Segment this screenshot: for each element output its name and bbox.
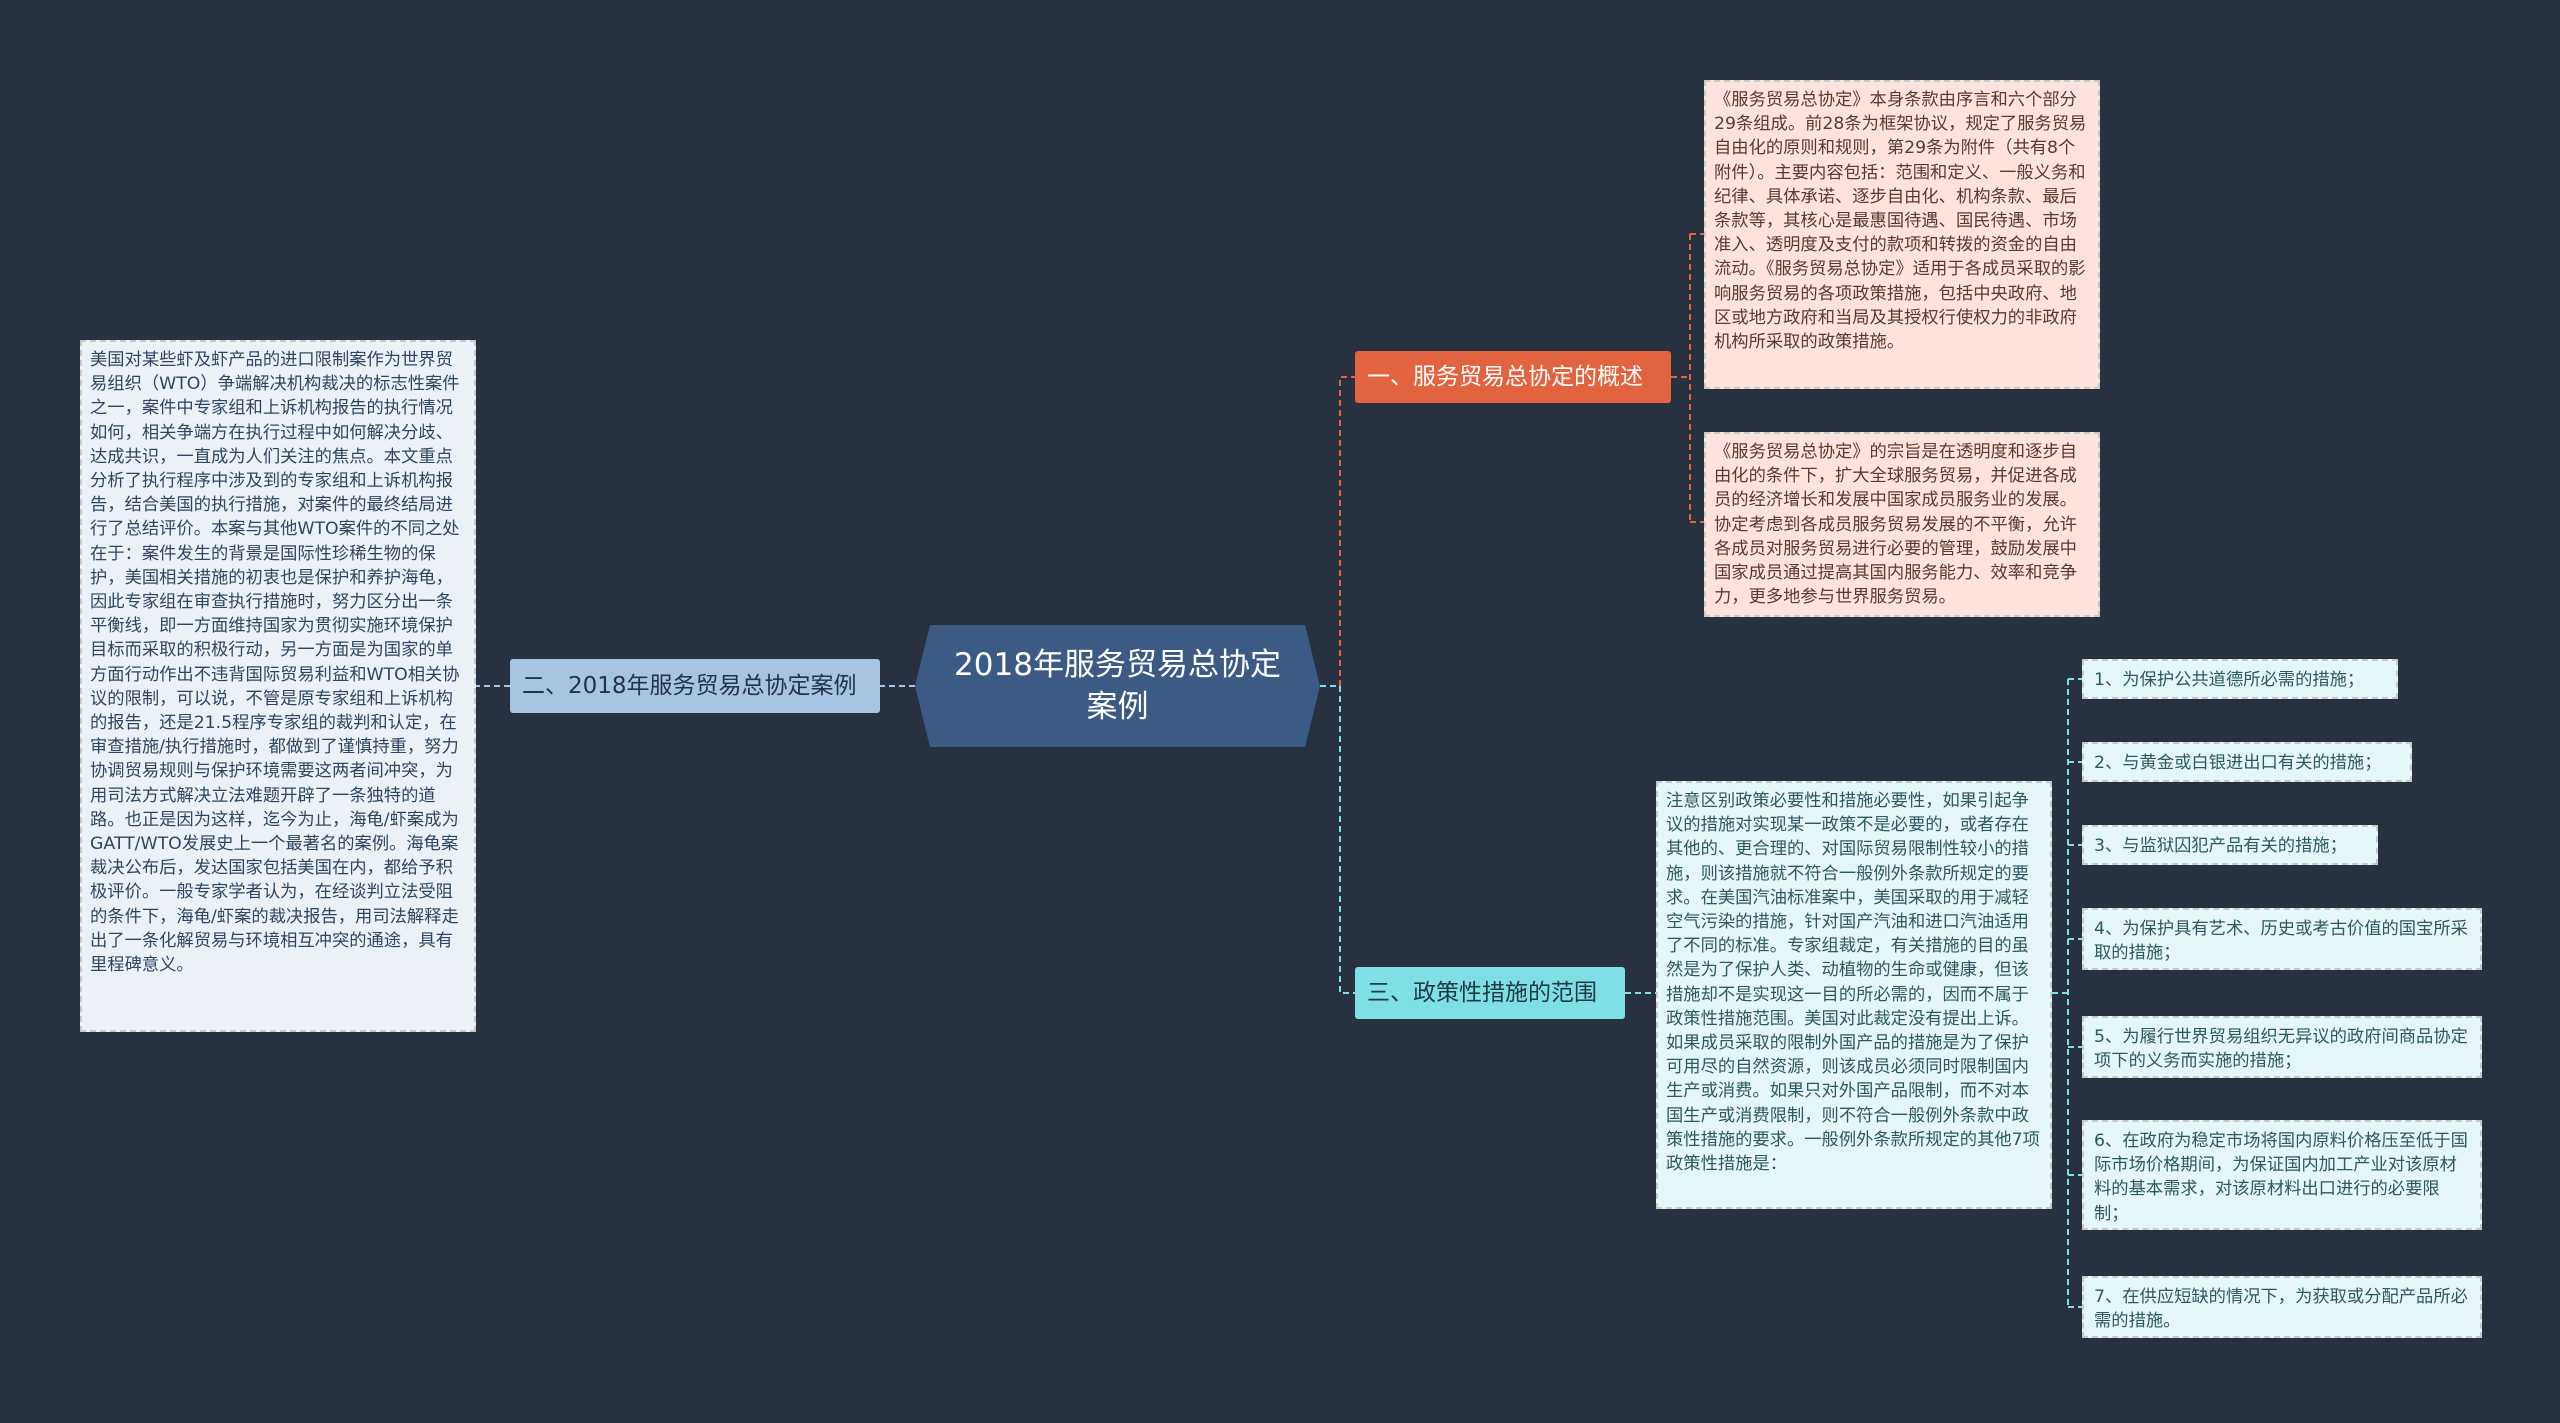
topic-structure[interactable]: 《服务贸易总协定》本身条款由序言和六个部分29条组成。前28条为框架协议，规定了… (1704, 80, 2100, 389)
topic-necessity-text: 注意区别政策必要性和措施必要性，如果引起争议的措施对实现某一政策不是必要的，或者… (1666, 791, 2040, 1175)
leaf-item[interactable]: 2、与黄金或白银进出口有关的措施； (2082, 742, 2412, 782)
leaf-item[interactable]: 3、与监狱囚犯产品有关的措施； (2082, 825, 2378, 865)
leaf-item[interactable]: 6、在政府为稳定市场将国内原料价格压至低于国际市场价格期间，为保证国内加工产业对… (2082, 1120, 2482, 1230)
topic-purpose[interactable]: 《服务贸易总协定》的宗旨是在透明度和逐步自由化的条件下，扩大全球服务贸易，并促进… (1704, 432, 2100, 617)
topic-shrimp-case-text: 美国对某些虾及虾产品的进口限制案作为世界贸易组织（WTO）争端解决机构裁决的标志… (90, 350, 460, 976)
topic-necessity[interactable]: 注意区别政策必要性和措施必要性，如果引起争议的措施对实现某一政策不是必要的，或者… (1656, 781, 2052, 1209)
link-b1-topics (1671, 233, 1704, 523)
leaf-item[interactable]: 1、为保护公共道德所必需的措施； (2082, 659, 2398, 699)
link-center-b3 (1320, 685, 1355, 994)
leaf-item-text: 2、与黄金或白银进出口有关的措施； (2094, 753, 2382, 773)
topic-shrimp-case[interactable]: 美国对某些虾及虾产品的进口限制案作为世界贸易组织（WTO）争端解决机构裁决的标志… (80, 340, 476, 1032)
leaf-item-text: 4、为保护具有艺术、历史或考古价值的国宝所采取的措施； (2094, 919, 2468, 964)
center-topic-label: 2018年服务贸易总协定案例 (954, 647, 1281, 725)
branch-case-label: 二、2018年服务贸易总协定案例 (522, 673, 857, 699)
branch-overview[interactable]: 一、服务贸易总协定的概述 (1355, 351, 1671, 403)
branch-overview-label: 一、服务贸易总协定的概述 (1367, 364, 1643, 390)
topic-purpose-text: 《服务贸易总协定》的宗旨是在透明度和逐步自由化的条件下，扩大全球服务贸易，并促进… (1714, 442, 2077, 608)
leaf-item-text: 5、为履行世界贸易组织无异议的政府间商品协定项下的义务而实施的措施； (2094, 1027, 2468, 1072)
topic-structure-text: 《服务贸易总协定》本身条款由序言和六个部分29条组成。前28条为框架协议，规定了… (1714, 90, 2087, 353)
branch-policy-scope-label: 三、政策性措施的范围 (1367, 980, 1597, 1006)
leaf-item-text: 6、在政府为稳定市场将国内原料价格压至低于国际市场价格期间，为保证国内加工产业对… (2094, 1131, 2468, 1224)
leaf-item[interactable]: 5、为履行世界贸易组织无异议的政府间商品协定项下的义务而实施的措施； (2082, 1016, 2482, 1078)
leaf-item[interactable]: 4、为保护具有艺术、历史或考古价值的国宝所采取的措施； (2082, 908, 2482, 970)
leaf-item-text: 1、为保护公共道德所必需的措施； (2094, 670, 2365, 690)
leaf-item[interactable]: 7、在供应短缺的情况下，为获取或分配产品所必需的措施。 (2082, 1276, 2482, 1338)
link-center-b1 (1320, 376, 1355, 687)
branch-case[interactable]: 二、2018年服务贸易总协定案例 (510, 659, 880, 713)
link-t4-leaves (2052, 678, 2082, 1308)
branch-policy-scope[interactable]: 三、政策性措施的范围 (1355, 967, 1625, 1019)
leaf-item-text: 7、在供应短缺的情况下，为获取或分配产品所必需的措施。 (2094, 1287, 2468, 1332)
center-topic[interactable]: 2018年服务贸易总协定案例 (915, 625, 1320, 747)
leaf-item-text: 3、与监狱囚犯产品有关的措施； (2094, 836, 2347, 856)
